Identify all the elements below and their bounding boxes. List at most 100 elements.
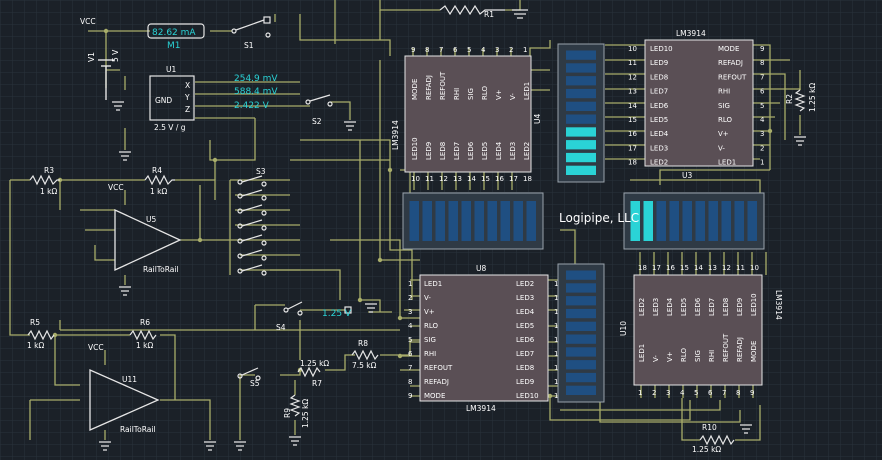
u3-pin-name: V+ [718,130,729,138]
switch-s1[interactable] [231,16,271,38]
u8-pin-num: 7 [408,364,412,372]
u8-part: LM3914 [466,404,496,413]
chip-u3[interactable] [644,39,754,167]
u4-pin-name: RLO [481,85,489,100]
u8-pin-num: 9 [408,392,412,400]
u3-pin-num: 15 [628,116,637,124]
u4-pin-num: 5 [467,46,471,54]
u1-sensitivity: 2.5 V / g [154,123,186,132]
bargraph-segment [747,201,757,241]
u10-pin-num: 7 [722,389,726,397]
u10-pin-num: 3 [666,389,670,397]
u10-pin-num: 18 [638,264,647,272]
s5-label: S5 [250,379,260,388]
u4-pin-num: 2 [509,46,513,54]
u8-pin-name: LED2 [516,280,534,288]
u8-pin-num: 2 [408,294,412,302]
switch-s5[interactable] [237,367,261,381]
u8-pin-num: 4 [408,322,413,330]
chip-u10[interactable] [633,274,763,386]
u10-pin-name: RLO [680,347,688,362]
r8-label: R8 [358,339,368,348]
u8-pin-num: 3 [408,308,412,316]
u3-pin-name: MODE [718,45,739,53]
u3-pin-name: RLO [718,116,733,124]
u3-pin-name: LED3 [650,144,668,152]
u3-label: U3 [682,171,692,180]
u5-type: RailToRail [143,265,179,274]
u1-z: Z [185,105,190,114]
chip-u4[interactable] [404,55,532,173]
u10-pin-num: 15 [680,264,689,272]
u3-pin-num: 9 [760,45,764,53]
u4-pin-num: 6 [453,46,458,54]
r5-label: R5 [30,318,40,327]
opamp-u5[interactable] [114,208,182,272]
switch-s2[interactable] [305,94,333,107]
u4-pin-num: 3 [495,46,499,54]
bargraph-segment [656,201,666,241]
u4-part: LM3914 [391,120,400,150]
u3-pin-num: 18 [628,159,637,167]
u3-pin-num: 13 [628,88,637,96]
u3-part: LM3914 [676,29,706,38]
u1-label: U1 [166,65,176,74]
bargraph-segment [566,321,596,331]
u8-pin-name: LED1 [424,280,442,288]
u8-pin-num: 8 [408,378,412,386]
chip-u8[interactable] [419,274,549,402]
u4-pin-name: LED10 [411,137,419,160]
bargraph-segment [734,201,744,241]
u10-pin-name: LED10 [750,293,758,316]
resistor-r2 [794,89,806,112]
bargraph-segment [721,201,731,241]
r8-value: 7.5 kΩ [352,361,377,370]
resistors[interactable] [27,4,806,446]
u10-pin-name: LED7 [708,298,716,316]
opamp-u11[interactable] [89,369,160,431]
u4-pin-num: 17 [509,175,518,183]
u4-bottom-pin-labels: 10LED1011LED912LED813LED714LED615LED516L… [411,137,532,183]
u4-pin-num: 9 [411,46,415,54]
u10-pin-name: V- [652,355,660,362]
u8-pin-name: SIG [424,336,436,344]
u4-pin-num: 16 [495,175,504,183]
resistor-r1 [439,4,505,16]
switch-s3[interactable] [237,175,267,276]
u10-pin-name: LED2 [638,298,646,316]
u1-x: X [185,81,190,90]
u3-pin-num: 3 [760,130,764,138]
u8-pin-name: LED3 [516,294,534,302]
u3-right-pin-labels: 9MODE8REFADJ7REFOUT6RHI5SIG4RLO3V+2V-1LE… [718,45,765,167]
u8-pin-num: 6 [408,350,413,358]
bargraph-segment [566,308,596,319]
u11-type: RailToRail [120,425,156,434]
u10-pin-num: 10 [750,264,759,272]
u3-pin-name: RHI [718,88,730,96]
bargraph-horizontal-left [402,192,544,250]
u10-label: U10 [619,321,628,336]
u8-pin-name: V+ [424,308,435,316]
s3-label: S3 [256,167,266,176]
u10-pin-num: 1 [638,389,642,397]
u4-pin-name: LED4 [495,141,503,160]
u3-pin-name: LED5 [650,116,668,124]
ammeter-m1[interactable] [147,23,205,39]
r10-label: R10 [702,423,717,432]
u4-pin-name: MODE [411,79,419,100]
u10-pin-num: 9 [750,389,754,397]
u10-top-pin-labels: 18LED217LED316LED415LED514LED613LED712LE… [638,264,759,316]
u1-box[interactable] [149,75,195,121]
u10-pin-num: 13 [708,264,717,272]
resistor-r5 [27,329,55,341]
u10-pin-name: SIG [694,350,702,362]
u4-pin-name: RHI [453,88,461,100]
u3-pin-name: LED4 [650,130,669,138]
bargraph-segment [566,140,596,150]
switch-s4[interactable] [283,301,352,316]
u11-label: U11 [122,375,137,384]
bargraph-segment [566,360,596,370]
r3-value: 1 kΩ [40,187,57,196]
bargraph-segment [566,283,596,293]
